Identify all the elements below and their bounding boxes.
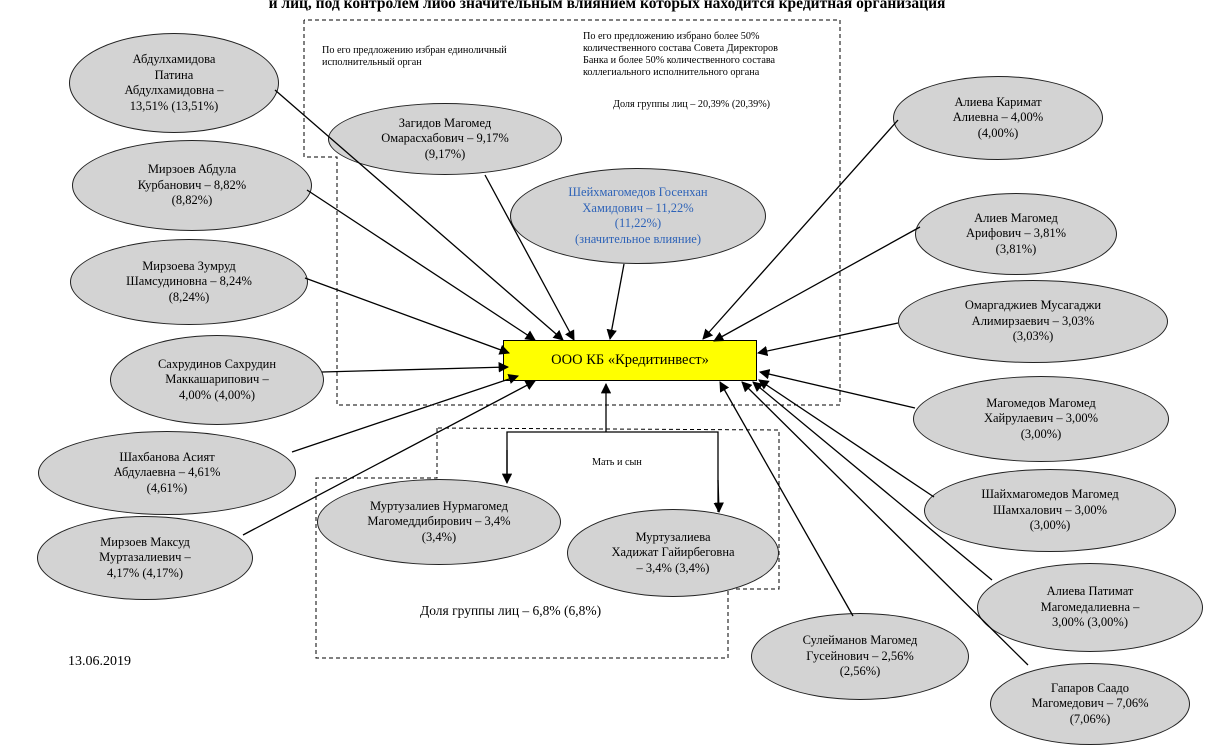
frame-group-2 (315, 427, 780, 659)
person-node-omargadzhiev: Омаргаджиев Мусагаджи Алимирзаевич – 3,0… (898, 280, 1168, 363)
person-node-mirzoev-maksud: Мирзоев Максуд Муртазалиевич – 4,17% (4,… (37, 516, 253, 600)
edge-mirzoeva-zumrud (304, 277, 510, 355)
edge-shaikhmagomedov-magomed (758, 379, 935, 498)
edge-sakhrudinov (321, 362, 510, 373)
frame-group-1 (303, 19, 841, 406)
person-node-murtuzalieva: Муртузалиева Хадижат Гайирбеговна – 3,4%… (567, 509, 779, 597)
person-node-murtuzaliev: Муртузалиев Нурмагомед Магомеддибирович … (317, 479, 561, 565)
bank-box: ООО КБ «Кредитинвест» (503, 340, 757, 381)
person-node-aliev-magomed: Алиев Магомед Арифович – 3,81% (3,81%) (915, 193, 1117, 275)
edge-alieva-karimat (702, 119, 899, 340)
note-group-share-2: Доля группы лиц – 6,8% (6,8%) (420, 603, 602, 618)
person-node-suleimanov: Сулейманов Магомед Гусейнович – 2,56% (2… (751, 613, 969, 700)
note-board: По его предложению избрано более 50% кол… (583, 31, 778, 78)
date-label: 13.06.2019 (68, 654, 131, 669)
person-node-alieva-karimat: Алиева Каримат Алиевна – 4,00% (4,00%) (893, 76, 1103, 160)
person-node-gaparov: Гапаров Саадо Магомедович – 7,06% (7,06%… (990, 663, 1190, 745)
edge-aliev-magomed (713, 226, 921, 342)
note-executive: По его предложению избран единоличный ис… (322, 45, 507, 68)
note-mother-son: Мать и сын (592, 457, 642, 468)
edge-mirzoev-maksud (242, 380, 536, 536)
edge-magomedov (758, 369, 916, 409)
person-node-abdulkhamidova: Абдулхамидова Патина Абдулхамидовна – 13… (69, 33, 279, 133)
person-node-shakhbanova: Шахбанова Асият Абдулаевна – 4,61% (4,61… (38, 431, 296, 515)
edge-zagidov (484, 174, 575, 341)
edge-omargadzhiev (756, 322, 899, 357)
person-node-zagidov: Загидов Магомед Омарасхабович – 9,17% (9… (328, 103, 562, 175)
edge-shakhbanova (291, 374, 519, 453)
edge-alieva-patimat (752, 381, 993, 581)
edge-mother-son-bracket (506, 431, 719, 512)
edge-sheikhmagomedov-gosen (606, 263, 625, 341)
edge-mirzoev-abdula (306, 189, 536, 341)
person-node-shaikhmagomedov-magomed: Шайхмагомедов Магомед Шамхалович – 3,00%… (924, 469, 1176, 552)
person-node-mirzoeva-zumrud: Мирзоева Зумруд Шамсудиновна – 8,24% (8,… (70, 239, 308, 325)
diagram-title: и лиц, под контролем либо значительным в… (268, 0, 946, 12)
person-node-magomedov: Магомедов Магомед Хайрулаевич – 3,00% (3… (913, 376, 1169, 462)
person-node-mirzoev-abdula: Мирзоев Абдула Курбанович – 8,82% (8,82%… (72, 140, 312, 231)
person-node-alieva-patimat: Алиева Патимат Магомедалиевна – 3,00% (3… (977, 563, 1203, 652)
edge-suleimanov (719, 381, 854, 617)
edge-gaparov (741, 381, 1029, 666)
person-node-sheikhmagomedov-gosen: Шейхмагомедов Госенхан Хамидович – 11,22… (510, 168, 766, 264)
note-group-share-1: Доля группы лиц – 20,39% (20,39%) (613, 99, 771, 110)
edge-abdulkhamidova (274, 89, 564, 341)
edge-to-murtuzalieva (713, 479, 724, 514)
person-node-sakhrudinov: Сахрудинов Сахрудин Маккашарипович – 4,0… (110, 335, 324, 425)
